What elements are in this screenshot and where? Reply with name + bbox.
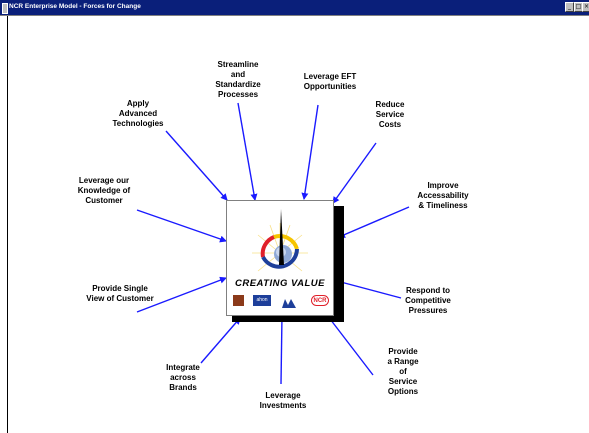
force-label-knowledge: Leverage our Knowledge of Customer (77, 176, 131, 205)
force-label-integrate: Integrate across Brands (166, 363, 200, 392)
ncr-globe-logo-icon (252, 209, 308, 272)
arrow-competitive (336, 279, 402, 299)
force-label-eft: Leverage EFT Opportunities (303, 72, 357, 91)
force-label-reduce-costs: Reduce Service Costs (375, 100, 405, 129)
arrow-integrate (200, 317, 241, 364)
arrow-advanced-tech (165, 130, 228, 201)
arrow-streamline (237, 102, 258, 201)
window-left-border (7, 16, 8, 433)
creating-value-box: CREATING VALUE ahon NCR (226, 200, 334, 316)
force-label-competitive: Respond to Competitive Pressures (405, 286, 451, 315)
arrow-reduce-costs (332, 142, 377, 204)
arrow-investments (278, 314, 286, 385)
arrow-knowledge (136, 209, 227, 243)
window-title: NCR Enterprise Model - Forces for Change (9, 3, 141, 10)
brand-logo-1-icon (233, 295, 244, 306)
arrow-accessability (338, 206, 410, 238)
close-button[interactable]: × (582, 2, 589, 12)
minimize-button[interactable]: _ (565, 2, 574, 12)
arrow-eft (301, 104, 319, 200)
force-label-accessability: Improve Accessability & Timeliness (417, 181, 469, 210)
force-label-single-view: Provide Single View of Customer (86, 284, 154, 303)
brand-logo-3-icon (282, 295, 296, 308)
force-label-investments: Leverage Investments (259, 391, 307, 410)
window-titlebar[interactable]: NCR Enterprise Model - Forces for Change… (0, 0, 589, 16)
app-icon[interactable] (2, 3, 8, 14)
force-label-advanced-tech: Apply Advanced Technologies (112, 99, 164, 128)
arrow-service-options (326, 314, 374, 376)
ncr-logo-icon: NCR (311, 295, 329, 306)
arrow-single-view (136, 276, 227, 313)
force-label-streamline: Streamline and Standardize Processes (215, 60, 261, 99)
force-label-service-options: Provide a Range of Service Options (387, 347, 419, 396)
brand-logo-2-icon: ahon (253, 295, 271, 306)
creating-value-caption: CREATING VALUE (234, 278, 326, 289)
